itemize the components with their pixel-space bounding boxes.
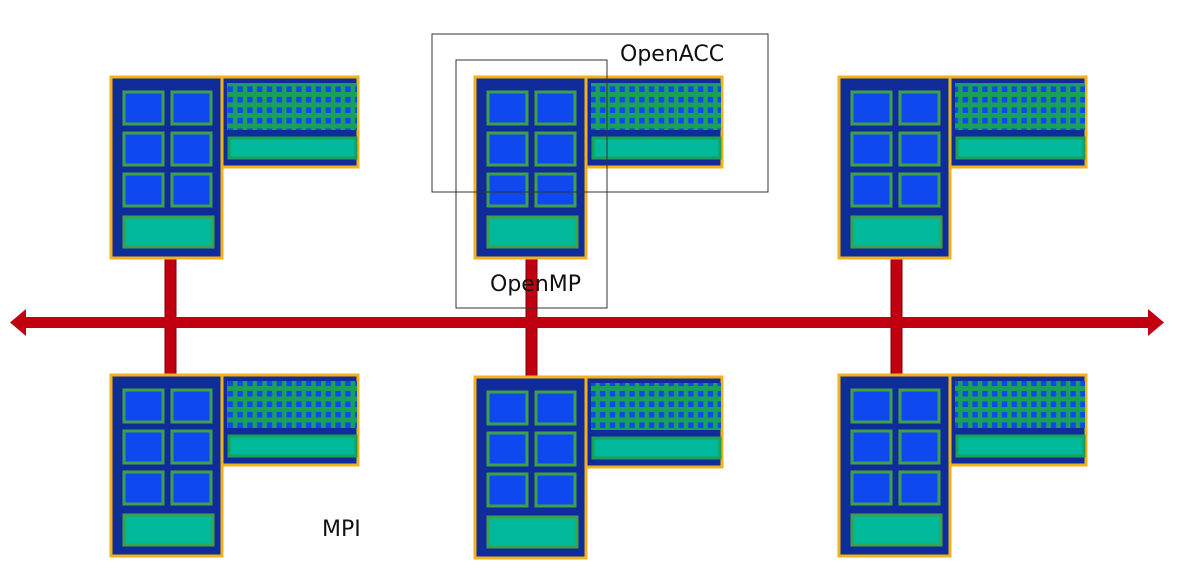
gpu-memory-bar — [227, 434, 358, 458]
cpu-core — [170, 429, 213, 465]
cpu-core — [534, 172, 577, 208]
cpu-core — [534, 390, 577, 426]
cpu-core — [486, 431, 529, 467]
gpu-multiprocessor-grid — [227, 381, 357, 428]
cpu-core — [850, 90, 893, 126]
mpi-label: MPI — [322, 517, 361, 542]
cpu-cache-bar — [850, 215, 943, 249]
openmp-region — [455, 59, 608, 309]
compute-node — [473, 375, 724, 560]
cpu-cache-bar — [122, 215, 215, 249]
cpu-core — [122, 172, 165, 208]
cpu-cache-bar — [486, 515, 579, 549]
gpu-memory-bar — [227, 136, 358, 160]
cpu-core — [898, 172, 941, 208]
gpu-multiprocessor-grid — [955, 381, 1085, 428]
cpu-core — [170, 90, 213, 126]
compute-node — [837, 373, 1088, 558]
openacc-region — [431, 33, 769, 193]
cpu-core — [850, 429, 893, 465]
openmp-label: OpenMP — [490, 272, 582, 297]
cpu-core — [170, 172, 213, 208]
cpu-core — [534, 90, 577, 126]
gpu-multiprocessor-grid — [227, 83, 357, 130]
cpu-core — [898, 388, 941, 424]
cpu-core — [898, 429, 941, 465]
cpu-core — [850, 470, 893, 506]
gpu-multiprocessor-grid — [955, 83, 1085, 130]
cpu-core — [122, 131, 165, 167]
cpu-cache-bar — [850, 513, 943, 547]
cpu-core — [850, 131, 893, 167]
compute-nodes — [109, 75, 1088, 560]
compute-node — [109, 373, 360, 558]
cpu-core — [170, 388, 213, 424]
cpu-core — [122, 388, 165, 424]
cpu-core — [486, 131, 529, 167]
gpu-memory-bar — [955, 136, 1086, 160]
compute-node — [109, 75, 360, 260]
cpu-core — [122, 470, 165, 506]
cpu-core — [170, 470, 213, 506]
cpu-core — [486, 90, 529, 126]
compute-node — [473, 75, 724, 260]
cpu-core — [170, 131, 213, 167]
cpu-core — [122, 429, 165, 465]
cpu-core — [898, 90, 941, 126]
gpu-memory-bar — [591, 136, 722, 160]
gpu-multiprocessor-grid — [591, 383, 721, 430]
gpu-multiprocessor-grid — [591, 83, 721, 130]
cpu-core — [850, 172, 893, 208]
cpu-core — [534, 131, 577, 167]
cpu-core — [534, 431, 577, 467]
cpu-core — [122, 90, 165, 126]
cpu-core — [486, 390, 529, 426]
left-arrowhead — [10, 309, 26, 336]
cpu-core — [898, 470, 941, 506]
interconnect-bus — [10, 309, 1164, 336]
cpu-core — [486, 472, 529, 508]
openacc-label: OpenACC — [620, 42, 725, 67]
gpu-memory-bar — [591, 436, 722, 460]
cpu-core — [534, 472, 577, 508]
compute-node — [837, 75, 1088, 260]
right-arrowhead — [1148, 309, 1164, 336]
cpu-cache-bar — [486, 215, 579, 249]
cpu-core — [850, 388, 893, 424]
cpu-core — [898, 131, 941, 167]
gpu-memory-bar — [955, 434, 1086, 458]
cpu-cache-bar — [122, 513, 215, 547]
cpu-core — [486, 172, 529, 208]
